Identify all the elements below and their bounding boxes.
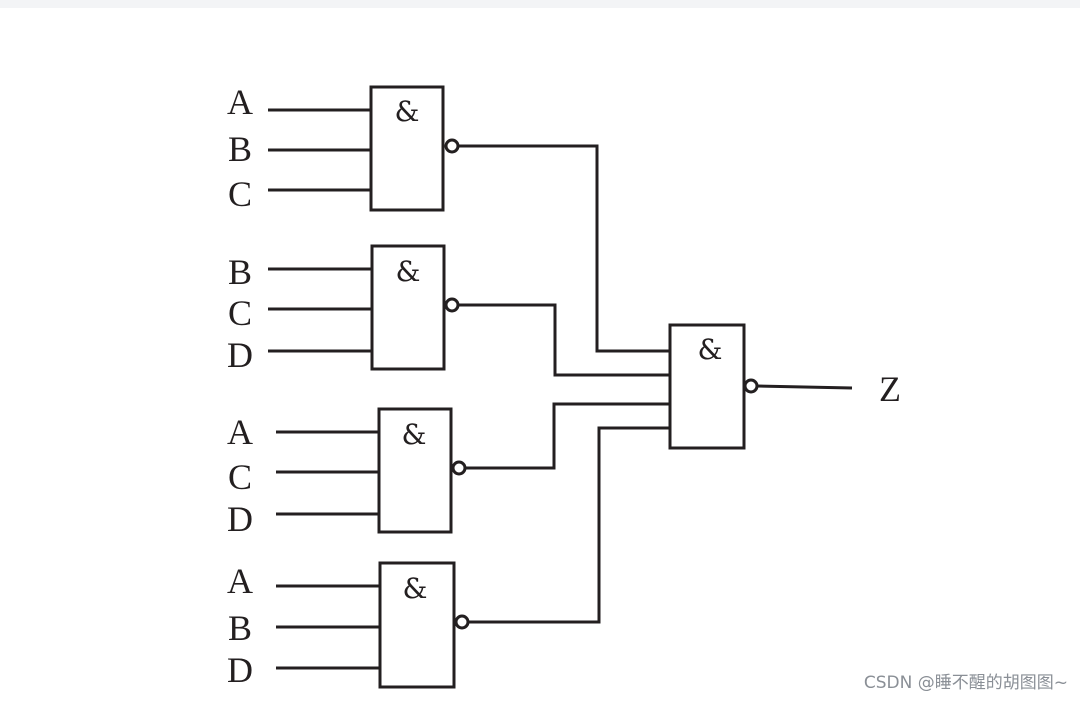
nand-gate-4: & A B D — [227, 561, 470, 690]
nand-gate-output: & Z — [668, 323, 901, 450]
gate-symbol: & — [698, 333, 723, 366]
input-label: B — [228, 129, 252, 169]
input-label: A — [227, 82, 253, 122]
nand-gate-1: & A B C — [227, 82, 460, 214]
gate-body — [377, 407, 453, 534]
input-label: B — [228, 608, 252, 648]
connection-wire — [458, 303, 670, 377]
gate-body — [369, 85, 445, 212]
watermark: CSDN @睡不醒的胡图图~ — [863, 673, 1068, 693]
input-label: C — [228, 457, 252, 497]
output-label: Z — [879, 369, 901, 409]
gate-body — [668, 323, 746, 450]
inversion-bubble — [454, 614, 470, 630]
connection-wire — [458, 144, 670, 353]
output-wire — [756, 384, 853, 390]
gate-symbol: & — [403, 572, 428, 605]
gate-symbol: & — [396, 255, 421, 288]
nand-gate-3: & A C D — [227, 407, 467, 539]
nand-gate-2: & B C D — [227, 244, 460, 375]
input-label: B — [228, 252, 252, 292]
gate-body — [378, 561, 456, 689]
connection-wire — [468, 426, 670, 624]
input-label: D — [227, 335, 253, 375]
gate-symbol: & — [402, 418, 427, 451]
inversion-bubble — [743, 378, 759, 394]
input-label: D — [227, 650, 253, 690]
gate-symbol: & — [395, 95, 420, 128]
input-label: A — [227, 412, 253, 452]
input-label: C — [228, 174, 252, 214]
gate-body — [370, 244, 446, 371]
inversion-bubble — [451, 460, 467, 476]
input-label: A — [227, 561, 253, 601]
top-bar — [0, 0, 1080, 8]
connection-wire — [465, 402, 670, 470]
inversion-bubble — [444, 138, 460, 154]
inversion-bubble — [444, 297, 460, 313]
input-label: C — [228, 293, 252, 333]
input-label: D — [227, 499, 253, 539]
